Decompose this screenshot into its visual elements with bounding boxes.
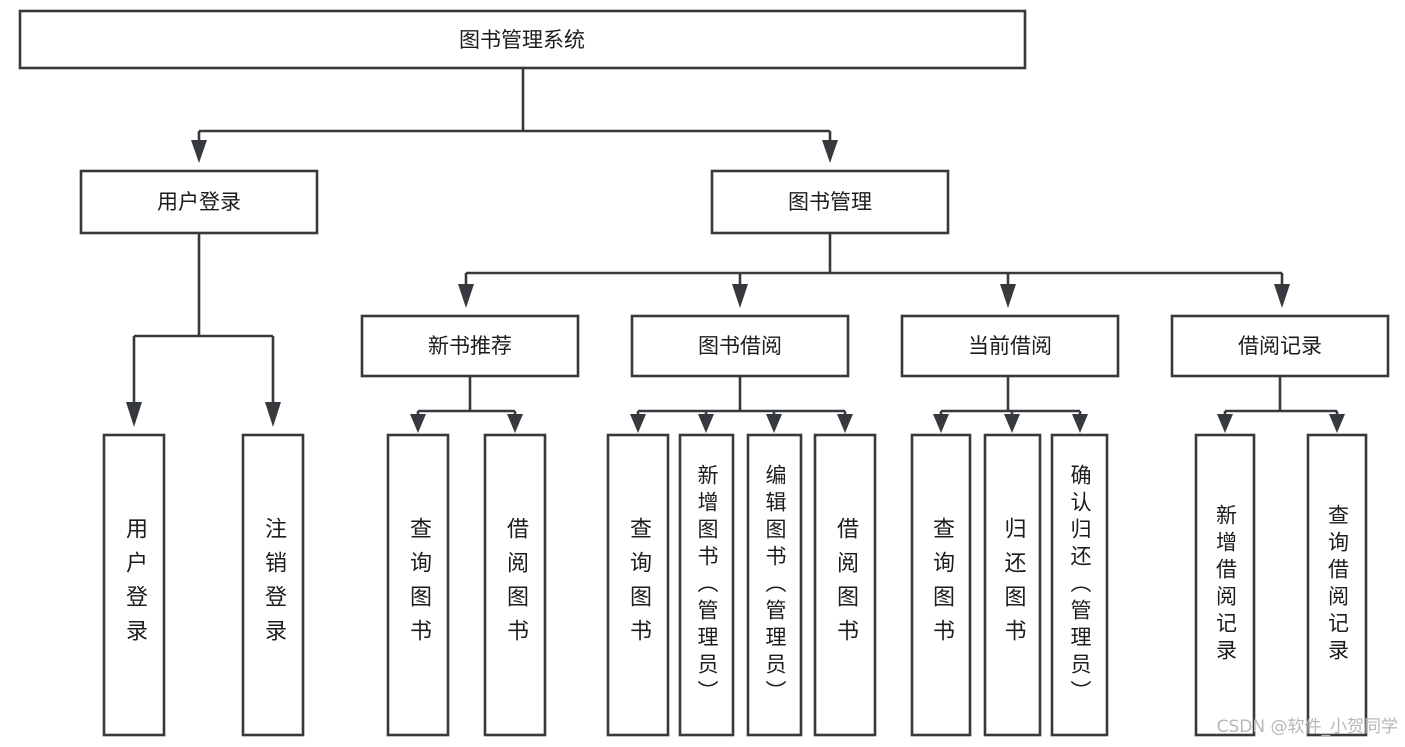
- node-book-borrow-label: 图书借阅: [698, 334, 782, 358]
- node-root-box[interactable]: [18, 9, 1027, 70]
- connector-group-user-login: [126, 233, 281, 427]
- node-user-login-action[interactable]: [102, 433, 166, 737]
- arrow-head-new-book-recommend: [458, 284, 474, 308]
- arrow-head-user-login: [191, 140, 207, 163]
- node-add-book-admin-box[interactable]: [678, 433, 735, 737]
- node-user-login-box[interactable]: [79, 169, 319, 235]
- node-confirm-return-admin[interactable]: [1050, 433, 1109, 737]
- connector-group-root: [191, 68, 838, 163]
- node-add-borrow-record[interactable]: [1194, 433, 1256, 737]
- arrow-head-user-login-action: [126, 402, 142, 427]
- node-user-logout-action[interactable]: [241, 433, 305, 737]
- arrow-head-add-borrow-record: [1217, 414, 1233, 433]
- node-query-borrow-record-box[interactable]: [1306, 433, 1368, 737]
- arrow-head-query-book-1: [410, 414, 426, 433]
- arrow-head-add-book-admin: [698, 414, 714, 433]
- node-current-borrow-label: 当前借阅: [968, 334, 1052, 358]
- node-add-borrow-record-box[interactable]: [1194, 433, 1256, 737]
- node-borrow-book-1[interactable]: [483, 433, 547, 737]
- watermark-label: CSDN @软件_小贺同学: [1217, 717, 1398, 737]
- arrow-head-borrow-book-2: [837, 414, 853, 433]
- node-query-book-2-box[interactable]: [606, 433, 670, 737]
- node-current-borrow-box[interactable]: [900, 314, 1120, 378]
- node-book-management[interactable]: 图书管理: [710, 169, 950, 235]
- node-user-login-label: 用户登录: [157, 190, 241, 214]
- connector-group-current-borrow: [933, 376, 1088, 433]
- node-borrow-book-2[interactable]: [813, 433, 877, 737]
- arrow-head-book-borrow: [732, 284, 748, 308]
- arrow-head-query-borrow-record: [1329, 414, 1345, 433]
- connector-group-new-book-recommend: [410, 376, 523, 433]
- node-edit-book-admin-box[interactable]: [746, 433, 803, 737]
- arrow-head-query-book-3: [933, 414, 949, 433]
- node-borrow-record-label: 借阅记录: [1238, 334, 1322, 358]
- node-user-login[interactable]: 用户登录: [79, 169, 319, 235]
- node-new-book-recommend-label: 新书推荐: [428, 334, 512, 358]
- node-new-book-recommend[interactable]: 新书推荐: [360, 314, 580, 378]
- node-root[interactable]: 图书管理系统: [18, 9, 1027, 70]
- node-book-management-label: 图书管理: [788, 190, 872, 214]
- node-current-borrow[interactable]: 当前借阅: [900, 314, 1120, 378]
- node-user-logout-action-box[interactable]: [241, 433, 305, 737]
- node-query-book-3[interactable]: [910, 433, 972, 737]
- node-return-book[interactable]: [983, 433, 1042, 737]
- node-user-login-action-box[interactable]: [102, 433, 166, 737]
- node-query-book-2[interactable]: [606, 433, 670, 737]
- node-book-borrow-box[interactable]: [630, 314, 850, 378]
- node-book-borrow[interactable]: 图书借阅: [630, 314, 850, 378]
- connector-group-book-borrow: [630, 376, 853, 433]
- node-add-book-admin[interactable]: [678, 433, 735, 737]
- node-root-label: 图书管理系统: [459, 28, 585, 52]
- node-book-management-box[interactable]: [710, 169, 950, 235]
- node-new-book-recommend-box[interactable]: [360, 314, 580, 378]
- node-borrow-book-1-box[interactable]: [483, 433, 547, 737]
- node-confirm-return-admin-box[interactable]: [1050, 433, 1109, 737]
- node-borrow-record-box[interactable]: [1170, 314, 1390, 378]
- arrow-head-book-management: [822, 140, 838, 163]
- arrow-head-edit-book-admin: [766, 414, 782, 433]
- arrow-head-borrow-record: [1274, 284, 1290, 308]
- arrow-head-query-book-2: [630, 414, 646, 433]
- arrow-head-return-book: [1004, 414, 1020, 433]
- connector-group-borrow-record: [1217, 376, 1345, 433]
- arrow-head-confirm-return-admin: [1072, 414, 1088, 433]
- node-query-book-3-box[interactable]: [910, 433, 972, 737]
- connector-group-book-management: [458, 233, 1290, 308]
- node-borrow-book-2-box[interactable]: [813, 433, 877, 737]
- node-borrow-record[interactable]: 借阅记录: [1170, 314, 1390, 378]
- node-query-borrow-record[interactable]: [1306, 433, 1368, 737]
- node-return-book-box[interactable]: [983, 433, 1042, 737]
- node-query-book-1-box[interactable]: [386, 433, 450, 737]
- node-edit-book-admin[interactable]: [746, 433, 803, 737]
- arrow-head-borrow-book-1: [507, 414, 523, 433]
- node-query-book-1[interactable]: [386, 433, 450, 737]
- arrow-head-current-borrow: [1000, 284, 1016, 308]
- arrow-head-user-logout-action: [265, 402, 281, 427]
